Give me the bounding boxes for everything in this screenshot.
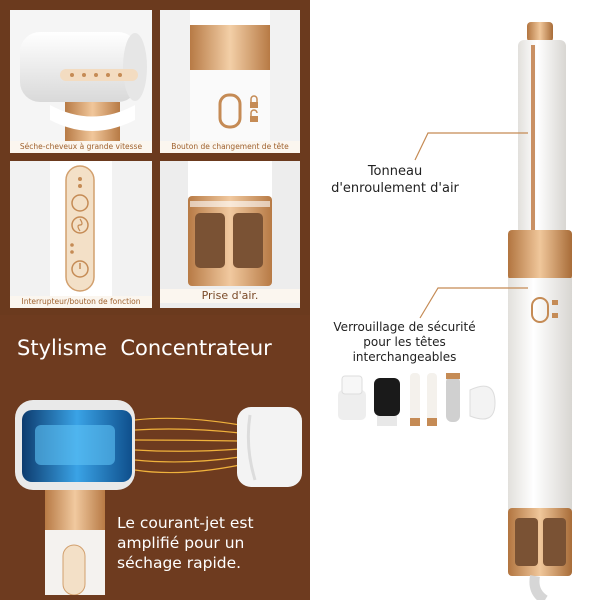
lock-callout-line-1: Verrouillage de sécurité <box>333 320 476 334</box>
concentrator-head <box>338 375 366 420</box>
airflow-lines-icon <box>134 417 241 474</box>
barrel-callout-line-2: d'enroulement d'air <box>331 181 459 196</box>
caption-air-inlet: Prise d'air. <box>160 289 300 303</box>
curl-barrel-left <box>410 373 420 426</box>
head-button-tile: Bouton de changement de tête <box>160 10 300 153</box>
caption-switch: Interrupteur/bouton de fonction <box>10 296 152 308</box>
jet-text: Le courant-jet est amplifié pour un séch… <box>117 513 254 573</box>
hair-dryer-icon <box>20 32 147 142</box>
fan-icon <box>71 216 89 234</box>
jet-line-1: Le courant-jet est <box>117 514 254 532</box>
turbine-illustration <box>15 400 302 595</box>
dryer-tile: Séche-cheveux à grande vitesse <box>10 10 152 153</box>
lock-callout: Verrouillage de sécurité pour les têtes … <box>322 320 487 365</box>
curl-barrel-right <box>427 373 437 426</box>
power-icon <box>71 260 89 278</box>
switch-tile: Interrupteur/bouton de fonction <box>10 161 152 308</box>
brush-head <box>374 378 400 426</box>
unlock-icon <box>250 109 258 122</box>
accessory-heads <box>338 373 496 426</box>
barrel-callout-line-1: Tonneau <box>367 164 423 179</box>
barrel-callout: Tonneau d'enroulement d'air <box>330 163 460 197</box>
lock-callout-line-2: pour les têtes <box>363 335 446 349</box>
air-styler-illustration <box>414 22 572 600</box>
lock-icon <box>250 95 258 108</box>
lock-callout-line-3: interchangeables <box>352 350 457 364</box>
caption-dryer: Séche-cheveux à grande vitesse <box>10 141 152 153</box>
caption-head-button: Bouton de changement de tête <box>160 141 300 153</box>
jet-line-3: séchage rapide. <box>117 554 242 572</box>
headline: Stylisme Concentrateur <box>17 336 272 360</box>
jet-line-2: amplifié pour un <box>117 534 245 552</box>
round-brush-head <box>446 373 460 422</box>
air-inlet-tile: Prise d'air. <box>160 161 300 308</box>
diffuser-head <box>469 385 496 420</box>
